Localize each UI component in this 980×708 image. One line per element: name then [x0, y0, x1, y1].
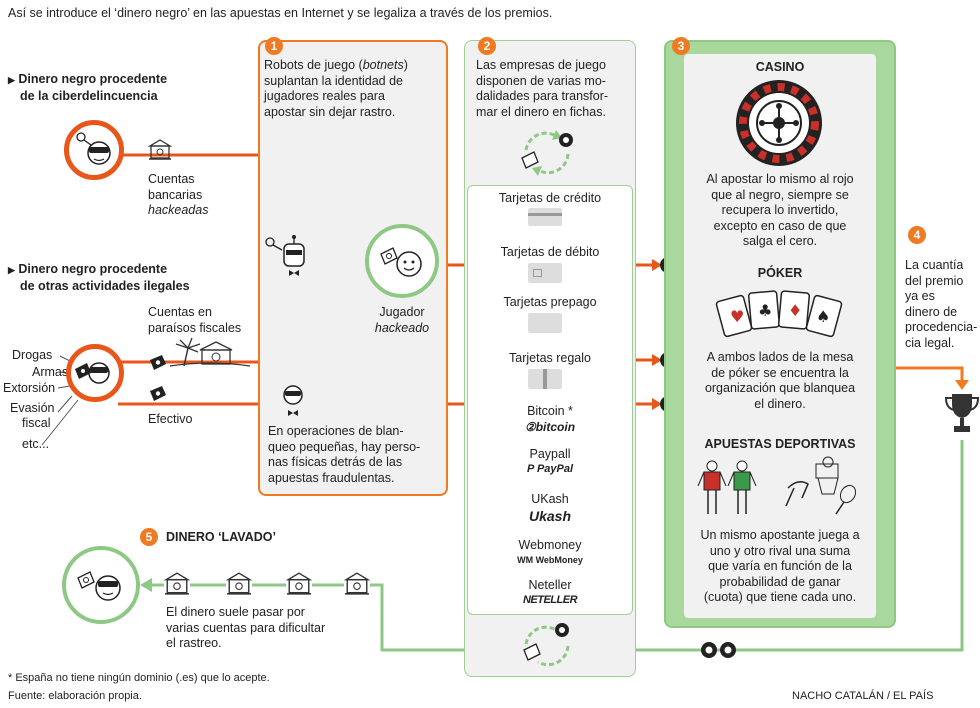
poker-cards-icon: ♥ ♣ ♦ ♠	[715, 290, 843, 338]
method-debit-card: Tarjetas de débito	[500, 245, 600, 259]
paypal-logo: P PayPal	[526, 463, 574, 475]
casino-title: CASINO	[755, 60, 805, 74]
method-credit-card: Tarjetas de crédito	[498, 191, 602, 205]
roulette-icon	[736, 80, 822, 166]
credit-card-icon	[528, 208, 562, 226]
sports-text: Un mismo apostante juega a uno y otro ri…	[700, 528, 860, 604]
webmoney-logo: WM WebMoney	[517, 555, 583, 565]
source-weapons: Armas	[32, 365, 69, 379]
credit: NACHO CATALÁN / EL PAÍS	[792, 690, 934, 702]
step1-text: Robots de juego (botnets) suplantan la i…	[264, 58, 408, 119]
return-line	[596, 440, 964, 652]
poker-text: A ambos lados de la mesa de póker se enc…	[704, 350, 856, 411]
method-paypal: Paypall	[529, 447, 571, 461]
source-etc: etc...	[22, 437, 50, 451]
bank-icon	[225, 571, 253, 597]
arrowhead-right	[652, 259, 662, 271]
step1-bottom-text: En operaciones de blan- queo pequeñas, h…	[268, 424, 421, 485]
exchange-cycle-icon	[523, 623, 570, 667]
bitcoin-logo: ②bitcoin	[524, 420, 576, 434]
method-gift-card: Tarjetas regalo	[509, 351, 591, 365]
money-tag-icon	[150, 355, 166, 370]
method-ukash: UKash	[531, 492, 569, 506]
footnote: * España no tiene ningún dominio (.es) q…	[8, 672, 270, 684]
svg-text:♦: ♦	[788, 301, 802, 320]
cyber-heading-line1: Dinero negro procedente	[18, 72, 168, 86]
player-icon	[380, 247, 422, 277]
botnet-robot-icon	[265, 235, 305, 276]
diagram-title: Así se introduce el ‘dinero negro’ en la…	[8, 6, 553, 20]
bank-icon	[147, 139, 173, 160]
other-heading-line2: de otras actividades ilegales	[20, 278, 190, 293]
cash-label: Efectivo	[148, 412, 193, 426]
step4-number-badge: 4	[908, 226, 926, 244]
arrowhead-right	[652, 398, 662, 410]
source-extortion: Extorsión	[3, 381, 56, 395]
svg-text:♠: ♠	[816, 307, 830, 326]
trophy-icon	[944, 394, 980, 432]
sports-betting-icon	[697, 456, 857, 515]
step5-text: El dinero suele pasar por varias cuentas…	[166, 605, 326, 650]
bank-icon	[343, 571, 371, 597]
svg-text:♣: ♣	[758, 301, 772, 320]
source-note: Fuente: elaboración propia.	[8, 690, 142, 702]
hacked-player-circle	[365, 224, 439, 298]
step4-text: La cuantía del premio ya es dinero de pr…	[905, 258, 978, 350]
laundered-line	[150, 583, 468, 652]
hacker-icon	[76, 132, 111, 165]
prepaid-card-icon	[528, 313, 562, 333]
laundered-money-circle	[62, 546, 140, 624]
hacker-icon	[75, 362, 110, 384]
gift-card-icon	[528, 369, 562, 389]
debit-card-icon	[528, 263, 562, 283]
neteller-logo: NETELLER	[522, 594, 578, 606]
step5-title: DINERO ‘LAVADO’	[166, 530, 276, 544]
other-heading: ▶ Dinero negro procedente de otras activ…	[8, 262, 190, 293]
exchange-cycle-icon	[521, 130, 573, 176]
hacker-circle	[64, 120, 124, 180]
arrowhead-right	[652, 354, 662, 366]
sports-title: APUESTAS DEPORTIVAS	[704, 437, 856, 451]
arrowhead-down	[955, 380, 969, 390]
payment-methods-panel	[467, 185, 633, 615]
prize-flow-line	[887, 366, 964, 384]
arrowhead-left	[140, 578, 152, 592]
source-evasion: Evasión	[10, 401, 55, 415]
clean-money-icon	[77, 571, 121, 601]
bank-icon	[163, 571, 191, 597]
casino-chips-icon	[701, 642, 736, 658]
step2-number-badge: 2	[478, 37, 496, 55]
method-bitcoin: Bitcoin *	[527, 404, 573, 418]
method-prepaid-card: Tarjetas prepago	[503, 295, 597, 309]
other-heading-line1: Dinero negro procedente	[18, 262, 168, 276]
money-tag-icon	[150, 386, 166, 401]
method-neteller: Neteller	[528, 578, 572, 592]
criminal-circle	[66, 344, 124, 402]
step3-number-badge: 3	[672, 37, 690, 55]
masked-person-icon	[283, 385, 303, 416]
step2-text: Las empresas de juego disponen de varias…	[476, 58, 609, 119]
casino-text: Al apostar lo mismo al rojo que al negro…	[706, 172, 854, 248]
step5-number-badge: 5	[140, 528, 158, 546]
poker-title: PÓKER	[757, 266, 803, 280]
svg-text:♥: ♥	[730, 307, 744, 326]
source-drugs: Drogas	[12, 348, 53, 362]
palm-bank-icon	[169, 337, 251, 367]
step1-number-badge: 1	[265, 37, 283, 55]
cyber-heading-line2: de la ciberdelincuencia	[20, 88, 158, 103]
method-webmoney: Webmoney	[518, 538, 582, 552]
ukash-logo: Ukash	[528, 508, 572, 524]
bank-icon	[285, 571, 313, 597]
cyber-heading: ▶ Dinero negro procedente de la ciberdel…	[8, 72, 168, 103]
source-fiscal: fiscal	[22, 416, 51, 430]
